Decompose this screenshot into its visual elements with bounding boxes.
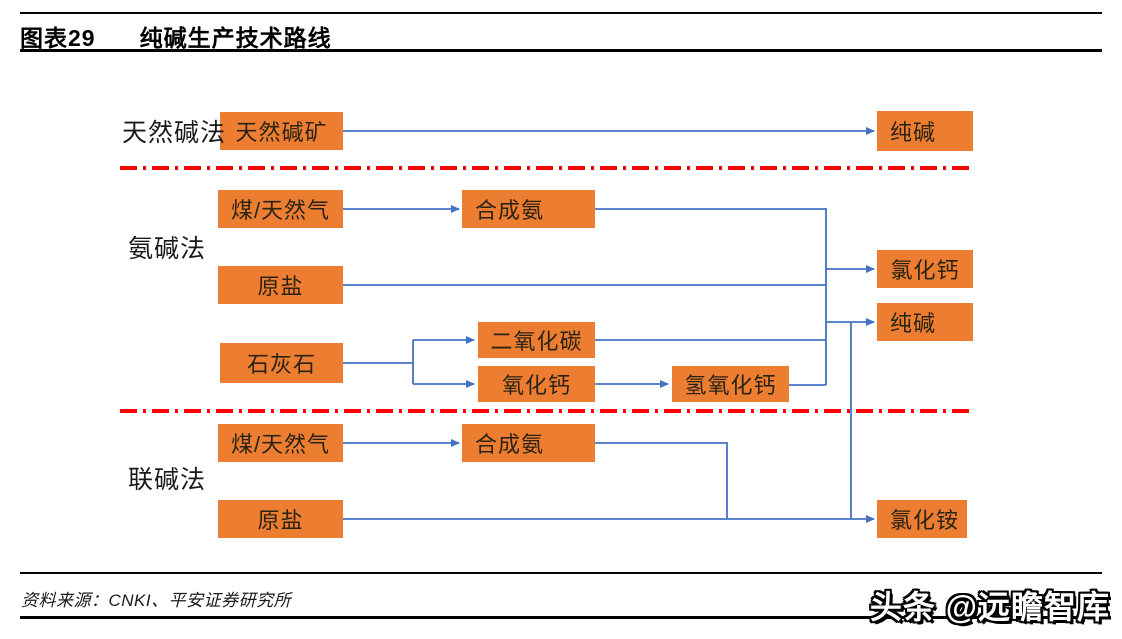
node-coal-natural-gas-1: 煤/天然气 [218,190,343,228]
node-natural-soda-ore: 天然碱矿 [220,112,343,150]
section-label-ammonia-soda-process: 氨碱法 [128,235,207,263]
node-coal-natural-gas-2: 煤/天然气 [218,424,343,462]
node-calcium-chloride: 氯化钙 [877,250,973,288]
watermark: 头条 @远瞻智库 [869,589,1110,625]
node-soda-ash-ammonia: 纯碱 [877,303,973,341]
top-rule [20,12,1102,14]
title-rule [20,49,1102,52]
node-soda-ash-natural: 纯碱 [877,111,973,151]
node-raw-salt-1: 原盐 [218,266,343,304]
footer-bottom-rule [20,616,1102,619]
figure-number: 图表29 [20,25,96,51]
section-label-combined-soda-process: 联碱法 [128,466,207,494]
source-note: 资料来源：CNKI、平安证券研究所 [21,591,292,610]
footer-top-rule [20,572,1102,574]
node-ammonium-chloride: 氯化铵 [877,500,967,538]
node-limestone: 石灰石 [220,343,343,383]
figure-title: 图表29 纯碱生产技术路线 [20,19,332,53]
node-calcium-oxide: 氧化钙 [478,366,595,402]
figure-title-text: 纯碱生产技术路线 [139,25,332,51]
flow-line [595,208,827,385]
node-raw-salt-2: 原盐 [218,500,343,538]
node-carbon-dioxide: 二氧化碳 [478,322,595,358]
node-synthetic-ammonia-1: 合成氨 [462,190,595,228]
section-label-natural-soda-process: 天然碱法 [122,119,227,147]
node-calcium-hydroxide: 氢氧化钙 [672,366,789,402]
node-synthetic-ammonia-2: 合成氨 [462,424,595,462]
flow-line [595,442,728,519]
